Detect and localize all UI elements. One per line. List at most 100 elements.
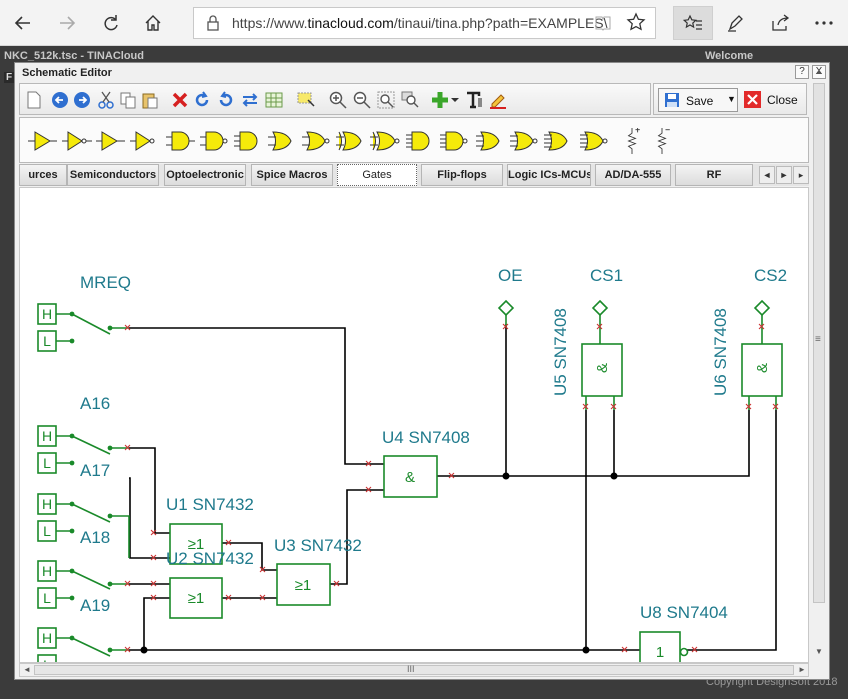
output-cs2[interactable] [753,299,771,317]
redo-arrow-icon[interactable] [72,90,92,110]
help-button[interactable]: ? [795,65,809,79]
tab-spice-macros[interactable]: Spice Macros [251,164,333,186]
notes-button[interactable] [716,6,756,40]
dropdown-arrow-icon[interactable] [450,90,460,110]
or-symbol-u1: ≥1 [188,536,205,553]
schematic-canvas[interactable]: H L H L H L H L H L [19,187,809,663]
text-tool-icon[interactable] [464,90,484,110]
pullup-resistor-icon[interactable] [620,128,644,154]
cut-icon[interactable] [96,90,116,110]
output-cs1[interactable] [591,299,609,317]
undo-arrow-icon[interactable] [50,90,70,110]
rotate-right-icon[interactable] [216,90,236,110]
and3-gate-icon[interactable] [234,128,264,154]
gate-u1[interactable] [169,523,223,565]
scroll-right-arrow[interactable]: ► [798,665,806,674]
xnor-gate-icon[interactable] [370,128,400,154]
rotate-left-icon[interactable] [192,90,212,110]
favorite-star-icon[interactable] [626,12,646,32]
schmitt-buffer-icon[interactable] [96,128,126,154]
switch-mreq[interactable] [37,303,129,352]
inverter-gate-icon[interactable] [62,128,92,154]
zoom-in-icon[interactable] [328,90,348,110]
or-gate-icon[interactable] [268,128,298,154]
gate-u2[interactable] [169,577,223,619]
tab-semiconductors[interactable]: Semiconductors [67,164,159,186]
label-u1: U1 SN7432 [166,495,254,514]
gate-u4[interactable] [383,455,438,498]
tab-logic-ics-mcus[interactable]: Logic ICs-MCUs [507,164,591,186]
switches[interactable] [37,303,130,663]
zoom-fit-icon[interactable] [376,90,396,110]
nor3-gate-icon[interactable] [510,128,540,154]
select-area-icon[interactable] [296,90,316,110]
dialog-close-button[interactable]: X [812,65,826,79]
table-grid-icon[interactable] [264,90,284,110]
mirror-icon[interactable] [240,90,260,110]
horizontal-scroll-thumb[interactable]: III [34,664,794,675]
nand-gate-icon[interactable] [200,128,230,154]
tab-sources[interactable]: urces [19,164,67,186]
more-button[interactable] [804,6,844,40]
vertical-scroll-thumb[interactable]: ≡ [813,83,825,603]
or3-gate-icon[interactable] [476,128,506,154]
schmitt-inverter-icon[interactable] [130,128,160,154]
pulldown-resistor-icon[interactable] [650,128,674,154]
scroll-left-arrow[interactable]: ◄ [23,665,31,674]
nand4-gate-icon[interactable] [440,128,470,154]
output-oe[interactable] [497,299,515,317]
output-ports[interactable] [222,299,777,543]
and-gate-icon[interactable] [166,128,196,154]
nor4-gate-icon[interactable] [580,128,610,154]
reading-view-icon[interactable] [594,14,612,32]
back-button[interactable] [8,8,38,38]
buffer-gate-icon[interactable] [28,128,58,154]
and4-gate-icon[interactable] [406,128,436,154]
new-document-icon[interactable] [24,90,44,110]
zoom-window-icon[interactable] [400,90,420,110]
favorites-button[interactable] [673,6,713,40]
forward-button[interactable] [52,8,82,38]
vertical-scrollbar[interactable]: ▲ ≡ ▼ [811,63,827,663]
share-icon [772,14,790,31]
scroll-up-arrow[interactable]: ▲ [815,67,823,76]
tab-scroll-right[interactable]: ► [776,166,792,184]
switch-a19[interactable] [37,560,129,609]
scroll-down-arrow[interactable]: ▼ [815,647,823,656]
tab-optoelectronic[interactable]: Optoelectronic [164,164,246,186]
refresh-button[interactable] [96,8,126,38]
left-panel-tab[interactable]: F [4,72,14,83]
zoom-out-icon[interactable] [352,90,372,110]
tab-gates[interactable]: Gates [337,164,417,186]
gates[interactable] [169,343,783,663]
pencil-draw-icon[interactable] [488,90,508,110]
nor-gate-icon[interactable] [302,128,332,154]
tab-scroll-end[interactable]: ▸ [793,166,809,184]
xor-gate-icon[interactable] [336,128,366,154]
switch-bottom[interactable] [37,627,129,663]
tab-flip-flops[interactable]: Flip-flops [421,164,503,186]
tab-scroll-left[interactable]: ◄ [759,166,775,184]
delete-icon[interactable] [170,90,190,110]
switch-a16[interactable] [37,425,129,474]
close-button[interactable]: Close [742,88,804,112]
horizontal-scrollbar[interactable]: ◄ III ► [19,663,809,677]
address-bar[interactable]: https://www.tinacloud.com/tinaui/tina.ph… [193,7,656,39]
switch-h-label: H [42,563,52,579]
wires [129,324,777,651]
gate-u8[interactable] [639,631,681,663]
copy-icon[interactable] [118,90,138,110]
gate-u5[interactable] [581,343,623,397]
or4-gate-icon[interactable] [544,128,574,154]
save-button[interactable]: Save ▼ [658,88,738,112]
share-button[interactable] [760,6,800,40]
home-button[interactable] [138,8,168,38]
schematic-diagram[interactable]: H L H L H L H L H L [20,188,809,663]
add-component-icon[interactable] [430,90,450,110]
paste-icon[interactable] [140,90,160,110]
tab-rf[interactable]: RF [675,164,753,186]
gate-u3[interactable] [276,563,331,606]
tab-adda-555[interactable]: AD/DA-555 [595,164,671,186]
save-dropdown-icon[interactable]: ▼ [727,94,736,104]
switch-a18[interactable] [37,493,130,558]
